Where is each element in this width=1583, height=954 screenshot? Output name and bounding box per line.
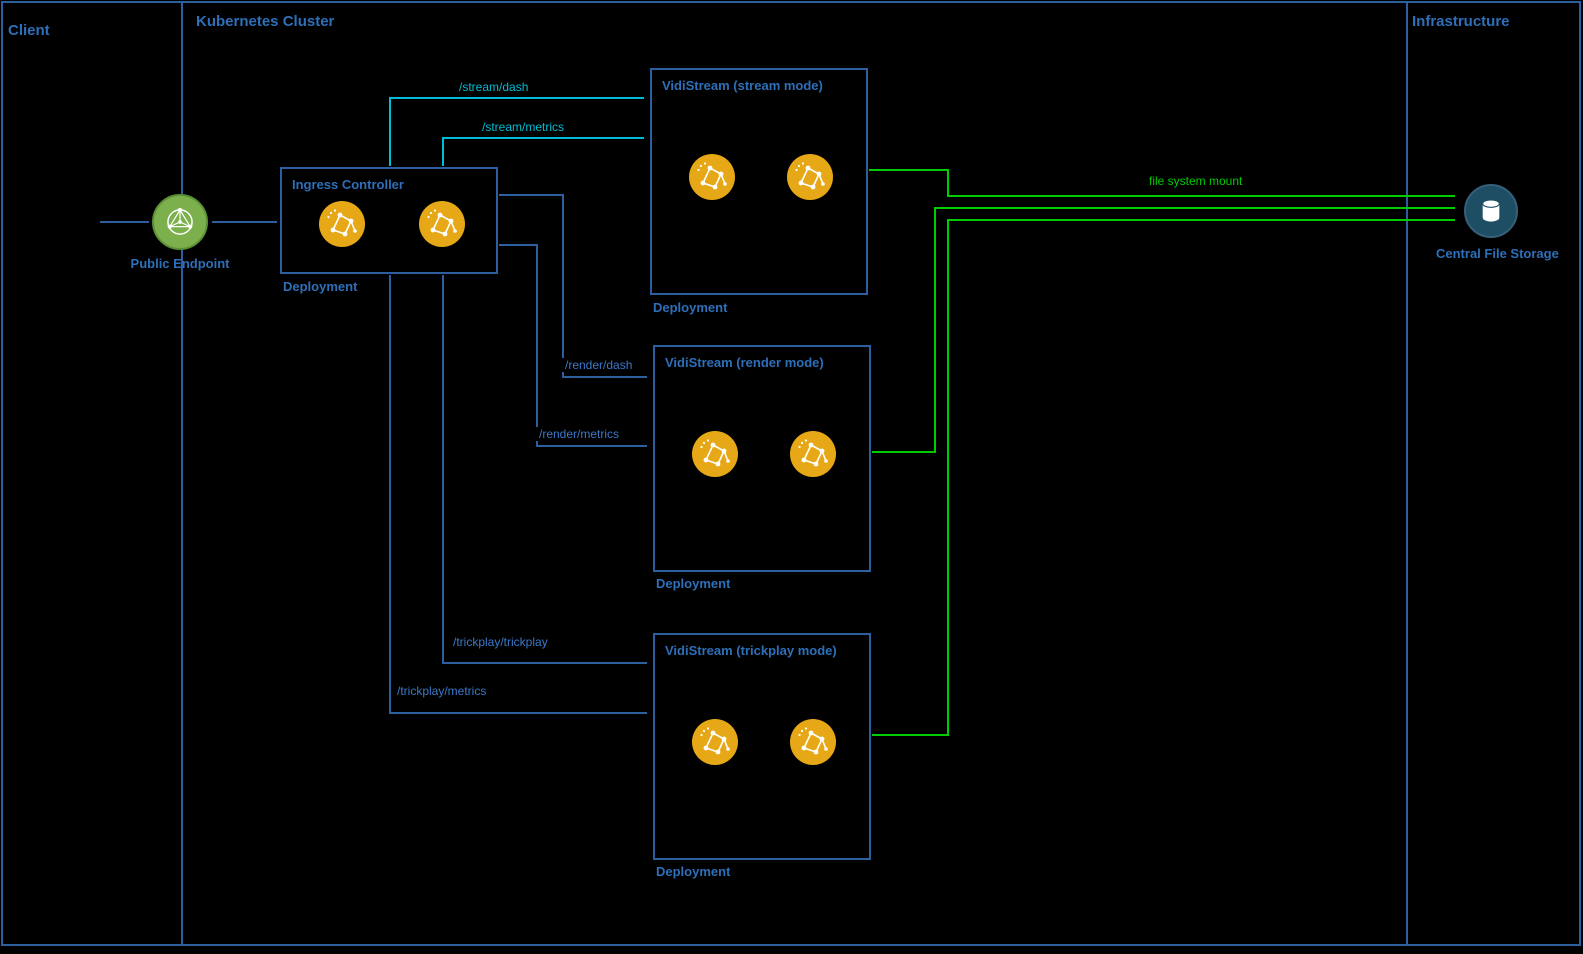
ingress-controller-title: Ingress Controller xyxy=(292,177,404,192)
edge-stream-storage-mount-arrow xyxy=(869,169,1455,197)
central-file-storage-node xyxy=(1464,184,1518,238)
edge-trickplay-metrics-arrow xyxy=(389,275,647,714)
edge-render-dash-arrow xyxy=(499,194,647,378)
globe-network-icon xyxy=(154,196,206,248)
central-file-storage-label: Central File Storage xyxy=(1433,246,1562,261)
vidistream-stream-box: VidiStream (stream mode) xyxy=(650,68,868,295)
lane-divider-client-cluster xyxy=(181,1,183,946)
render-deployment-label: Deployment xyxy=(656,576,731,591)
ingress-controller-box: Ingress Controller xyxy=(280,167,498,274)
vidistream-render-title: VidiStream (render mode) xyxy=(665,355,824,370)
edge-stream-metrics-arrow xyxy=(442,137,644,166)
render-pod-1 xyxy=(692,431,738,477)
edge-label-stream-dash: /stream/dash xyxy=(456,80,532,94)
render-pod-2 xyxy=(790,431,836,477)
edge-label-render-metrics: /render/metrics xyxy=(536,427,623,441)
trickplay-pod-2 xyxy=(790,719,836,765)
database-icon xyxy=(1466,186,1516,236)
edge-label-trickplay-metrics: /trickplay/metrics xyxy=(394,684,490,698)
edge-trickplay-trickplay-arrow xyxy=(442,275,647,664)
edge-label-trickplay-trickplay: /trickplay/trickplay xyxy=(450,635,551,649)
edge-label-render-dash: /render/dash xyxy=(562,358,636,372)
pod-network-icon xyxy=(419,201,465,247)
edge-stream-dash-arrow xyxy=(389,97,644,166)
pod-network-icon xyxy=(689,154,735,200)
pod-network-icon xyxy=(787,154,833,200)
public-endpoint-node xyxy=(152,194,208,250)
lane-title-client: Client xyxy=(8,22,50,39)
edge-render-storage-mount-arrow xyxy=(872,207,1455,453)
pod-network-icon xyxy=(692,431,738,477)
lane-title-infrastructure: Infrastructure xyxy=(1412,13,1510,30)
vidistream-render-box: VidiStream (render mode) xyxy=(653,345,871,572)
edge-label-file-system-mount: file system mount xyxy=(1146,174,1246,188)
vidistream-stream-title: VidiStream (stream mode) xyxy=(662,78,823,93)
public-endpoint-label: Public Endpoint xyxy=(130,256,230,271)
stream-pod-2 xyxy=(787,154,833,200)
ingress-pod-2 xyxy=(419,201,465,247)
pod-network-icon xyxy=(692,719,738,765)
lane-divider-cluster-infrastructure xyxy=(1406,1,1408,946)
stream-deployment-label: Deployment xyxy=(653,300,728,315)
stream-pod-1 xyxy=(689,154,735,200)
trickplay-pod-1 xyxy=(692,719,738,765)
ingress-pod-1 xyxy=(319,201,365,247)
edge-trickplay-storage-mount-arrow xyxy=(872,219,1455,736)
trickplay-deployment-label: Deployment xyxy=(656,864,731,879)
vidistream-trickplay-box: VidiStream (trickplay mode) xyxy=(653,633,871,860)
pod-network-icon xyxy=(790,431,836,477)
pod-network-icon xyxy=(790,719,836,765)
pod-network-icon xyxy=(319,201,365,247)
edge-label-stream-metrics: /stream/metrics xyxy=(479,120,568,134)
vidistream-trickplay-title: VidiStream (trickplay mode) xyxy=(665,643,837,658)
ingress-deployment-label: Deployment xyxy=(283,279,358,294)
edge-render-metrics-arrow xyxy=(499,244,647,447)
lane-title-kubernetes-cluster: Kubernetes Cluster xyxy=(196,13,335,30)
